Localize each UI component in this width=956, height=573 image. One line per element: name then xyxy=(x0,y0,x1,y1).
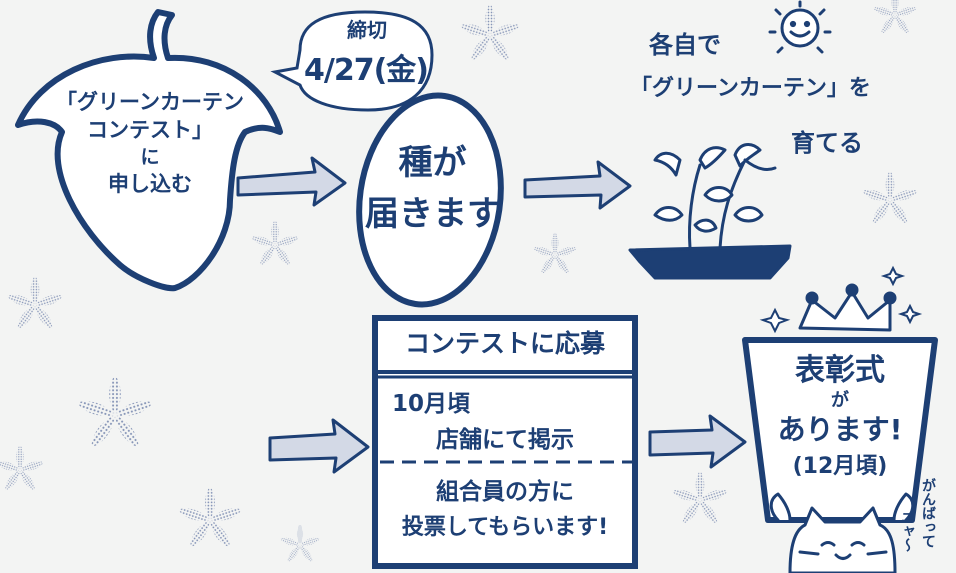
cat-speech-1: がんばって xyxy=(920,478,936,548)
ceremony-text: 表彰式 が あります! (12月頃) xyxy=(777,353,903,479)
contest-display-text: 10月頃 店舗にて掲示 xyxy=(392,391,574,453)
crown-icon xyxy=(798,283,897,332)
sparkle-icon xyxy=(759,265,923,334)
grow-text-line-2: 「グリーンカーテン」を xyxy=(630,76,871,101)
arrow-icon xyxy=(268,418,370,474)
sun-icon xyxy=(768,0,832,54)
deadline-date: 4/27(金) xyxy=(303,53,429,88)
contest-box xyxy=(372,315,638,569)
seeds-oval xyxy=(356,92,504,308)
deadline-bubble xyxy=(270,10,434,112)
arrow-icon xyxy=(523,160,632,210)
grow-text-line-1: 各自で xyxy=(649,31,721,59)
grow-text-line-3: 育てる xyxy=(791,129,863,157)
apply-leaf-shape xyxy=(15,9,283,292)
deadline-label: 締切 xyxy=(347,18,387,42)
arrow-icon xyxy=(648,414,747,469)
seeds-text: 種が 届きます xyxy=(365,143,501,234)
apply-text: 「グリーンカーテン コンテスト」 に 申し込む xyxy=(56,90,244,197)
plant-pot-icon xyxy=(628,143,792,280)
cat-speech-2: ニャ～ xyxy=(899,510,915,552)
contest-title: コンテストに応募 xyxy=(404,329,605,358)
contest-vote-text: 組合員の方に 投票してもらいます! xyxy=(401,479,609,540)
cat-icon xyxy=(769,492,915,573)
arrow-icon xyxy=(236,156,347,207)
ceremony-banner xyxy=(742,337,938,523)
